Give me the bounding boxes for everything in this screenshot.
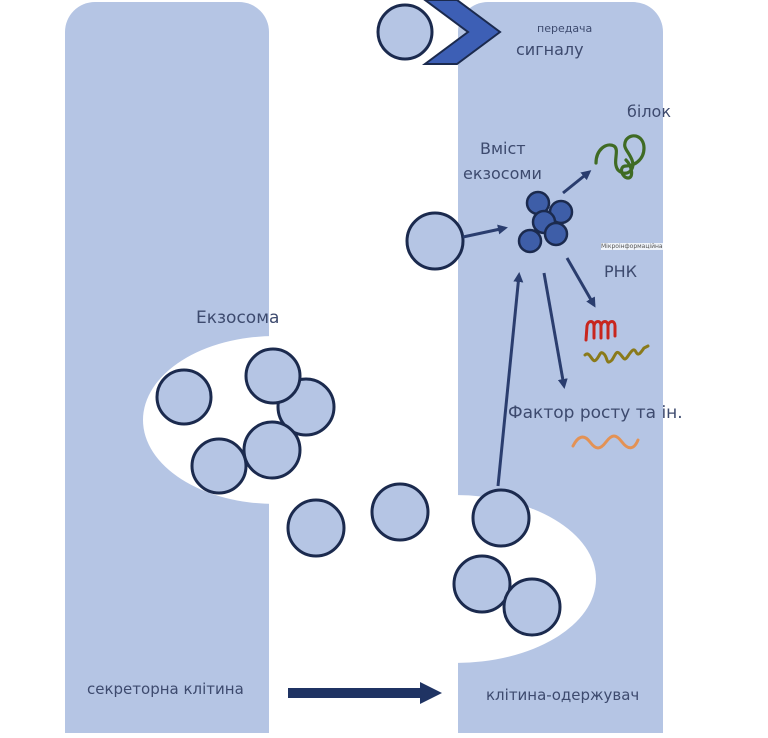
- arrow-to-content: [462, 224, 508, 239]
- exosome: [155, 368, 213, 426]
- exosome: [190, 437, 248, 495]
- exosome-content-cluster: [517, 190, 574, 254]
- free-exosomes: [286, 482, 430, 558]
- rna-icon-olive: [583, 344, 650, 364]
- exosome: [502, 577, 562, 637]
- secretory-cell: [65, 2, 269, 738]
- exosome-content-label-line1: Вміст: [480, 139, 526, 158]
- content-particle: [517, 228, 543, 254]
- exosome: [242, 420, 302, 480]
- arrow-endocytosis-to-content: [496, 272, 524, 487]
- protein-label: білок: [627, 102, 671, 121]
- signal-transfer-label-small: передача: [537, 22, 593, 35]
- rna-icon: [584, 320, 617, 342]
- growth-factor-icon: [571, 434, 640, 450]
- secretory-cell-label: секреторна клітина: [87, 680, 244, 698]
- receptor-icon: [421, 0, 502, 65]
- growth-factor-label: Фактор росту та ін.: [508, 403, 683, 423]
- exosome: [286, 498, 346, 558]
- receptor-binding-exosome: [376, 3, 434, 61]
- microinformational-label: Мікроінформаційна: [601, 243, 663, 250]
- exosome: [471, 488, 531, 548]
- exosome: [370, 482, 430, 542]
- exosome-label: Екзосома: [196, 308, 280, 328]
- rna-label: РНК: [604, 262, 638, 281]
- arrow-to-protein: [562, 170, 592, 195]
- endocytosed-exosomes: [452, 488, 562, 637]
- exosome-content-label-line2: екзосоми: [463, 164, 542, 183]
- arrow-to-growth-factor: [542, 272, 568, 389]
- exosome: [244, 347, 302, 405]
- content-particle: [543, 221, 569, 247]
- incoming-exosome: [405, 211, 465, 271]
- arrow-to-rna: [565, 257, 596, 308]
- recipient-cell-label: клітина-одержувач: [486, 686, 640, 704]
- protein-icon: [594, 134, 646, 180]
- exosome: [452, 554, 512, 614]
- exosome-group: [155, 347, 336, 495]
- signal-transfer-label: сигналу: [516, 40, 584, 59]
